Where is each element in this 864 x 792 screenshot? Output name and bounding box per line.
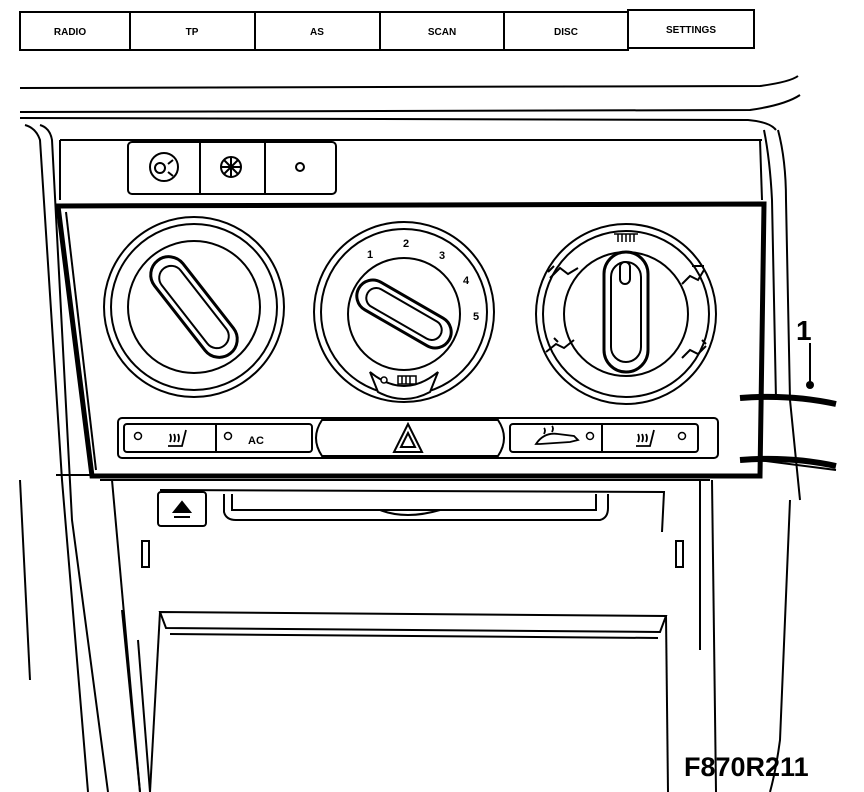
fan-speed-dial[interactable] xyxy=(313,221,495,403)
settings-button[interactable] xyxy=(627,9,755,49)
disc-button-label: DISC xyxy=(554,27,578,38)
fan-speed-numbers: 1 2 3 4 5 xyxy=(367,238,479,323)
settings-button-label: SETTINGS xyxy=(666,25,716,36)
feet-vent-icon xyxy=(545,337,575,353)
windscreen-defrost-icon xyxy=(397,375,417,385)
callout-label: 1 xyxy=(796,315,812,346)
recirculation-icon[interactable] xyxy=(149,152,179,182)
fan-speed-2: 2 xyxy=(403,238,409,250)
storage-tray[interactable] xyxy=(149,610,669,792)
air-distribution-knob[interactable] xyxy=(602,250,650,374)
seat-heater-right-button[interactable] xyxy=(636,429,687,447)
seat-heater-right-icon xyxy=(636,429,655,447)
radio-button-labels: RADIO TP AS SCAN DISC SETTINGS xyxy=(54,25,716,38)
fan-icon[interactable] xyxy=(220,156,242,178)
rear-defrost-icon xyxy=(534,425,580,445)
figure-id: F870R211 xyxy=(684,752,809,782)
hazard-icon xyxy=(392,421,424,453)
seat-heater-left-icon xyxy=(168,429,187,447)
feet-defrost-icon xyxy=(681,265,705,285)
as-button[interactable] xyxy=(254,11,381,51)
fan-speed-3: 3 xyxy=(439,250,445,262)
temperature-knob[interactable] xyxy=(143,249,244,364)
fan-speed-knob[interactable] xyxy=(351,274,457,354)
disc-button[interactable] xyxy=(503,11,629,51)
radio-button-strip xyxy=(19,9,755,51)
defrost-mode-icon xyxy=(614,233,638,242)
radio-button-label: RADIO xyxy=(54,27,86,38)
ac-button[interactable]: AC xyxy=(223,431,264,448)
tp-button-label: TP xyxy=(186,27,199,38)
panel-inner-edge xyxy=(65,211,97,471)
radio-button[interactable] xyxy=(19,11,131,51)
hazard-button[interactable] xyxy=(392,421,424,453)
lower-button-row xyxy=(117,417,719,459)
as-button-label: AS xyxy=(310,27,324,38)
slot-marker-right xyxy=(675,540,684,568)
scan-button-label: SCAN xyxy=(428,27,456,38)
air-distribution-dial[interactable] xyxy=(535,223,717,405)
ac-button-label: AC xyxy=(248,435,264,447)
face-vent-icon xyxy=(547,265,579,279)
cd-unit xyxy=(157,489,666,533)
slot-marker-left xyxy=(141,540,150,568)
seat-heater-left-button[interactable] xyxy=(133,429,187,447)
temperature-dial[interactable] xyxy=(103,216,285,398)
tp-button[interactable] xyxy=(129,11,256,51)
feet-face-icon xyxy=(681,339,707,359)
rear-defrost-button[interactable] xyxy=(534,425,595,445)
fan-speed-5: 5 xyxy=(473,311,479,323)
fan-speed-4: 4 xyxy=(463,275,470,287)
dot-indicator-icon[interactable] xyxy=(295,162,305,172)
eject-icon xyxy=(171,500,193,513)
fan-speed-1: 1 xyxy=(367,249,373,261)
callout-1 xyxy=(739,343,837,471)
